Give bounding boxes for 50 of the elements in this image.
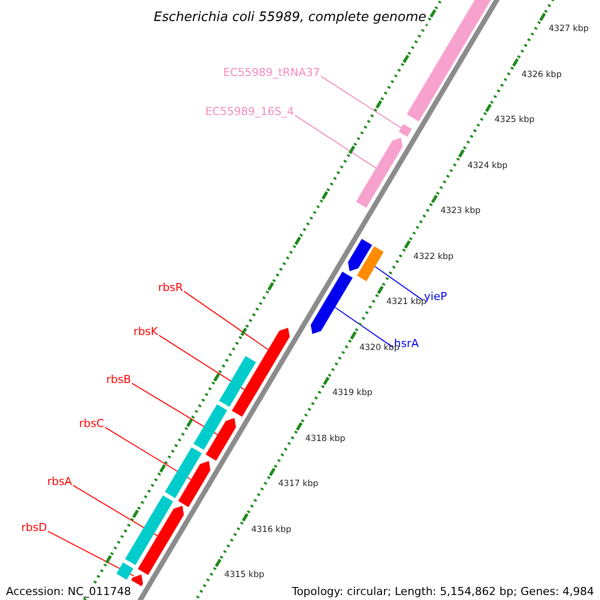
leader-line [72, 484, 158, 536]
gene-feature [232, 372, 264, 417]
gene-feature [138, 506, 184, 575]
gene-label: yieP [424, 290, 447, 304]
tick-label: 4318 kbp [305, 434, 346, 445]
tick-label: 4321 kbp [386, 298, 426, 308]
tick-label: 4319 kbp [332, 389, 372, 400]
gene-label: EC55989_16S_4 [205, 106, 294, 118]
trna-mark [398, 124, 412, 137]
gene-label: rbsD [21, 522, 47, 534]
topology-text: Topology: circular; Length: 5,154,862 bp; Genes: 4,984 [292, 586, 594, 598]
map-title: Escherichia coli 55989, complete genome [154, 10, 426, 26]
gene-label: rbsA [47, 476, 72, 488]
gene-label: rbsR [158, 282, 183, 294]
gene-feature [194, 404, 228, 450]
gene-feature [206, 418, 236, 461]
gene-feature [125, 495, 174, 566]
leader-line [294, 114, 376, 169]
gene-feature [253, 328, 290, 381]
leader-line [158, 334, 245, 390]
tick-label: 4327 kbp [548, 25, 589, 36]
gene-feature [178, 461, 210, 508]
gene-label: rbsB [106, 374, 131, 386]
gene-feature [356, 138, 403, 208]
leader-line [184, 290, 269, 350]
gene-feature [164, 447, 202, 498]
leader-line [374, 266, 424, 301]
gene-feature [131, 574, 143, 586]
leader-line [320, 76, 402, 128]
tick-label: 4317 kbp [278, 480, 318, 490]
tick-label: 4325 kbp [494, 116, 535, 126]
gene-feature [219, 356, 256, 407]
gene-label: rbsK [134, 326, 158, 338]
leader-line [48, 530, 134, 576]
leader-line [104, 426, 192, 480]
gene-feature [116, 562, 134, 580]
tick-label: 4323 kbp [440, 207, 481, 218]
tick-label: 4324 kbp [467, 162, 508, 172]
gene-feature [356, 246, 384, 282]
gene-label: EC55989_tRNA37 [223, 66, 320, 80]
gene-feature [348, 238, 372, 272]
tick-label: 4326 kbp [522, 70, 562, 81]
leader-line [334, 306, 394, 348]
tick-label: 4316 kbp [251, 526, 292, 536]
leader-line [132, 382, 218, 436]
tick-label: 4315 kbp [224, 571, 264, 582]
tick-label: 4322 kbp [413, 252, 454, 263]
gene-label: rbsC [79, 418, 104, 430]
gene-feature [310, 272, 353, 334]
accession-text: Accession: NC_011748 [6, 586, 132, 598]
